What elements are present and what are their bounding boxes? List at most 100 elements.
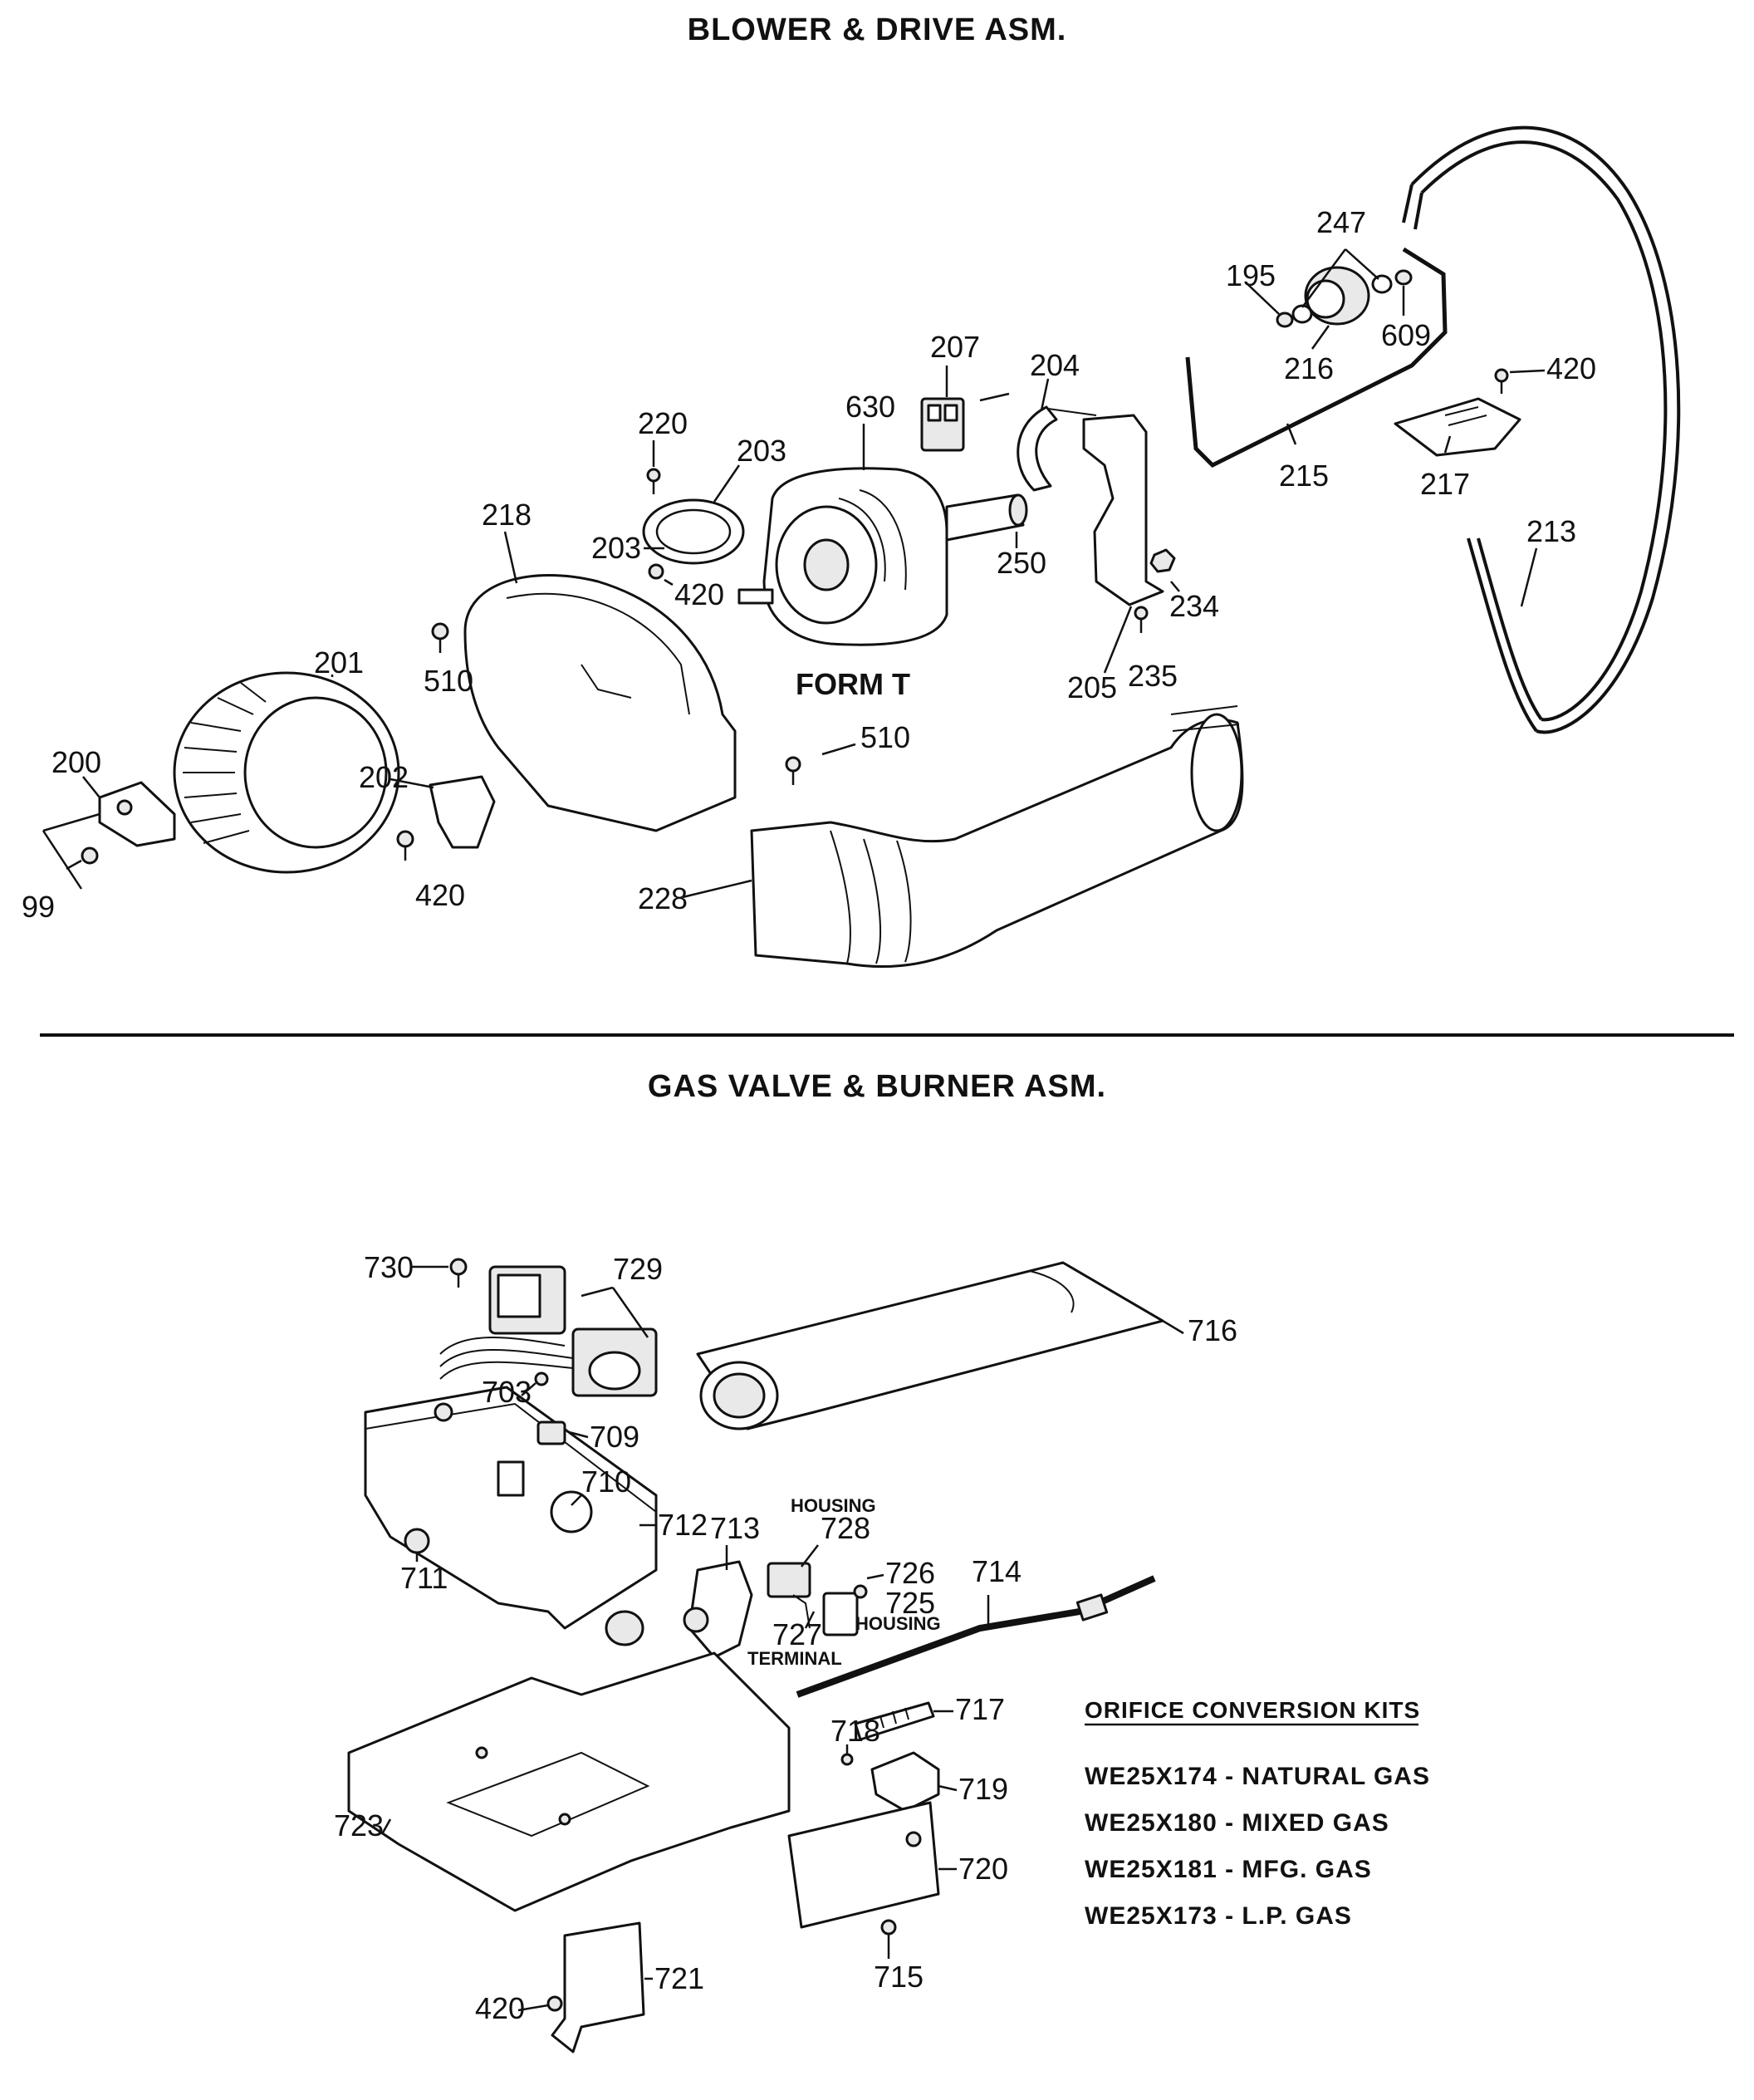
- part-218-blower-housing: [463, 574, 737, 832]
- callout-711: 711: [400, 1561, 448, 1595]
- kit-item-2: WE25X180 - MIXED GAS: [1085, 1809, 1389, 1837]
- callout-217: 217: [1420, 467, 1470, 501]
- callout-203-left: 203: [591, 531, 641, 565]
- callout-716: 716: [1188, 1313, 1237, 1347]
- kit-item-1: WE25X174 - NATURAL GAS: [1085, 1763, 1430, 1790]
- callout-213: 213: [1526, 514, 1576, 548]
- callout-703: 703: [482, 1375, 532, 1409]
- part-220-screw: [646, 468, 661, 494]
- part-247-washer-a: [1291, 304, 1313, 324]
- callout-727: 727: [772, 1617, 822, 1651]
- callout-228: 228: [638, 881, 688, 915]
- callout-420-mid: 420: [674, 577, 724, 611]
- callout-235: 235: [1128, 659, 1178, 693]
- part-727-terminal: [792, 1594, 811, 1629]
- part-204-motor-clamp: [1017, 405, 1058, 492]
- callout-726: 726: [885, 1556, 935, 1590]
- part-726-screw: [853, 1584, 868, 1599]
- kit-item-4: WE25X173 - L.P. GAS: [1085, 1902, 1352, 1930]
- part-720-bracket: [787, 1801, 940, 1929]
- part-716-burner-tube: [696, 1261, 1164, 1430]
- callout-719: 719: [958, 1772, 1008, 1806]
- label-terminal-727: TERMINAL: [747, 1648, 842, 1669]
- label-housing-728: HOUSING: [791, 1495, 876, 1516]
- part-195-clip: [1276, 312, 1294, 328]
- part-725-housing: [822, 1592, 859, 1636]
- callout-247: 247: [1316, 205, 1366, 239]
- part-717-orifice: [854, 1701, 935, 1741]
- part-715-screw: [880, 1919, 897, 1950]
- part-630-drive-motor: [737, 467, 1028, 646]
- part-234-nut: [1149, 548, 1176, 573]
- callout-202: 202: [359, 760, 409, 794]
- label-housing-725: HOUSING: [855, 1613, 941, 1634]
- callout-203-top: 203: [737, 434, 786, 468]
- callout-216: 216: [1284, 351, 1334, 385]
- callout-720: 720: [958, 1852, 1008, 1886]
- part-247-washer-b: [1371, 274, 1393, 294]
- callout-714: 714: [972, 1554, 1022, 1588]
- form-t-label: FORM T: [796, 667, 910, 701]
- callout-730: 730: [364, 1250, 414, 1284]
- part-714-igniter-rod: [796, 1575, 1156, 1698]
- part-711-plug: [404, 1528, 430, 1554]
- orifice-kits-box: ORIFICE CONVERSION KITS WE25X174 - NATUR…: [1085, 1697, 1430, 1930]
- blower-callouts: 247 195 609 216 207 204 420 630 220 203 …: [22, 205, 1596, 924]
- part-713-fitting: [683, 1560, 753, 1659]
- callout-510-left: 510: [424, 664, 473, 698]
- callout-207: 207: [930, 330, 980, 364]
- part-420-screw-lower: [396, 830, 414, 861]
- part-420-screw-gas: [546, 1995, 563, 2012]
- kit-item-3: WE25X181 - MFG. GAS: [1085, 1856, 1372, 1883]
- callout-715: 715: [874, 1960, 924, 1994]
- callout-712: 712: [658, 1508, 708, 1542]
- callout-234: 234: [1169, 589, 1219, 623]
- callout-710: 710: [581, 1465, 631, 1499]
- part-207-centrifugal-switch: [920, 392, 1010, 452]
- part-723-burner-shield: [347, 1651, 791, 1912]
- gas-leader-lines: [380, 1265, 1184, 2012]
- part-213-drive-belt: [1402, 125, 1681, 734]
- callout-201: 201: [314, 645, 364, 680]
- part-728-housing: [767, 1562, 811, 1598]
- part-217-bracket-plate: [1394, 397, 1521, 457]
- blower-leader-lines: [42, 248, 1546, 899]
- callout-718: 718: [830, 1714, 880, 1748]
- callout-709: 709: [590, 1420, 639, 1454]
- callout-728: 728: [821, 1511, 870, 1545]
- part-609-clip: [1394, 269, 1413, 286]
- part-202-baffle: [429, 775, 496, 849]
- gas-section-title: GAS VALVE & BURNER ASM.: [648, 1069, 1106, 1104]
- part-205-motor-bracket: [1082, 414, 1164, 606]
- part-703-screw: [534, 1371, 549, 1386]
- callout-215: 215: [1279, 459, 1329, 493]
- callout-220: 220: [638, 406, 688, 440]
- part-201-blower-wheel: [173, 671, 400, 874]
- part-721-bracket: [551, 1921, 645, 2053]
- callout-729: 729: [613, 1252, 663, 1286]
- part-709-fitting: [536, 1420, 566, 1445]
- callout-200: 200: [51, 745, 101, 779]
- part-235-screw: [1134, 606, 1149, 633]
- callout-721: 721: [654, 1961, 704, 1995]
- callout-609: 609: [1381, 318, 1431, 352]
- callout-205: 205: [1067, 670, 1117, 704]
- callout-195: 195: [1226, 258, 1276, 292]
- gas-callouts: 730 729 716 703 709 710 712 711 713 HOUS…: [334, 1250, 1237, 2025]
- callout-630: 630: [845, 390, 895, 424]
- part-729-valve-coils: [439, 1265, 658, 1397]
- callout-723: 723: [334, 1808, 384, 1842]
- callout-250: 250: [997, 546, 1046, 580]
- part-718-screw: [840, 1753, 854, 1766]
- callout-717: 717: [955, 1692, 1005, 1726]
- part-719-sensor: [870, 1751, 940, 1813]
- part-99-screw: [66, 846, 99, 871]
- part-216-idler-pulley: [1304, 266, 1370, 326]
- blower-section-title: BLOWER & DRIVE ASM.: [688, 12, 1067, 47]
- part-730-screw: [449, 1258, 468, 1288]
- callout-713: 713: [710, 1511, 760, 1545]
- callout-204: 204: [1030, 348, 1080, 382]
- part-200-bracket: [98, 781, 176, 847]
- callout-725: 725: [885, 1586, 935, 1620]
